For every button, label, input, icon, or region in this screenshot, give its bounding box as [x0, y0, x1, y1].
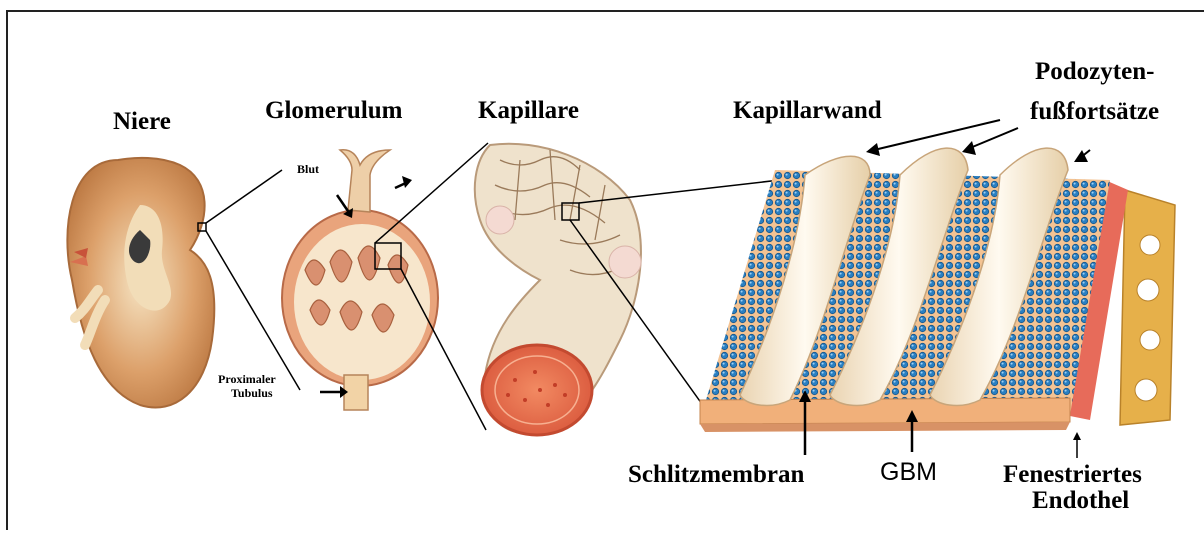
label-fenestriertes-line2: Endothel — [1032, 487, 1129, 515]
zoom-line-2a — [375, 143, 488, 243]
label-niere: Niere — [113, 108, 171, 136]
label-blut: Blut — [297, 162, 319, 177]
label-proximaler-line2: Tubulus — [231, 386, 273, 401]
label-proximaler-line1: Proximaler — [218, 372, 276, 387]
label-fenestriertes-line1: Fenestriertes — [1003, 461, 1142, 489]
kidney-illustration — [67, 158, 214, 408]
label-podozyten-line2: fußfortsätze — [1030, 98, 1159, 126]
label-schlitzmembran: Schlitzmembran — [628, 461, 804, 489]
label-kapillare: Kapillare — [478, 97, 579, 125]
label-gbm: GBM — [880, 458, 937, 487]
label-glomerulum: Glomerulum — [265, 97, 403, 125]
zoom-line-1a — [206, 170, 282, 223]
kapillarwand-illustration — [700, 120, 1175, 458]
glomerulum-illustration — [282, 150, 438, 410]
label-kapillarwand: Kapillarwand — [733, 97, 882, 125]
kapillare-illustration — [475, 144, 641, 435]
label-podozyten-line1: Podozyten- — [1035, 58, 1154, 86]
